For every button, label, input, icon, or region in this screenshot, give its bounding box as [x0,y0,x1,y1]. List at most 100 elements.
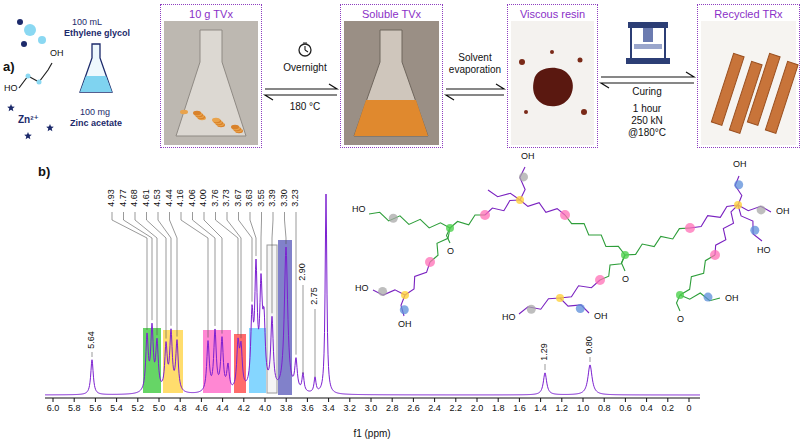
condition-label: 250 kN [631,115,663,126]
structure-bond [369,212,450,228]
resin-drop [578,58,583,63]
axis-tick-label: 5.4 [110,404,123,414]
axis-tick [349,398,350,402]
condition-label: 180 °C [290,101,321,112]
peak-shift: 2.90 [298,263,308,281]
resin-flake [212,118,220,122]
structure-bond [715,205,738,255]
press-plate [634,44,662,49]
equilibrium-arrow [601,72,694,88]
leader-line [92,352,93,357]
zinc-star [24,132,32,139]
leader-line [303,285,304,374]
axis-tick [477,398,478,402]
peak-shift: 0.80 [585,336,595,354]
hydroxyl-marker [519,172,528,181]
press-top [628,22,668,28]
atom-label: OH [725,294,739,304]
axis-tick-label: 0.6 [619,404,632,414]
peak-shift: 3.39 [268,189,278,207]
glycol-bonds [19,63,52,88]
peak-shift: 1.29 [540,343,550,361]
axis-tick-label: 1.8 [492,404,505,414]
resin-flake [193,111,201,115]
axis-tick-label: 2.0 [471,404,484,414]
peak-shift: 4.68 [130,189,140,207]
leader-line [170,212,178,337]
atom-dot [38,36,46,44]
structure-bond [450,215,485,228]
atom-dot [37,80,42,85]
peak-shift: 4.77 [119,189,129,207]
atom-label: HO [757,246,771,256]
box-heading: Recycled TRx [698,8,799,20]
structure-bond [485,200,520,215]
peak-highlight [249,328,266,393]
ester-marker [425,257,435,267]
axis-tick [243,398,244,402]
axis-tick-label: 6.0 [47,404,60,414]
peak-shift: 3.63 [245,189,255,207]
zinc-star [46,124,54,131]
flask-liquid [80,76,112,92]
structure-bond [405,262,430,295]
atom-label: OH [50,49,64,59]
leader-line [204,212,222,334]
sample-box: Recycled TRx [697,4,800,148]
step-label: Overnight [270,62,340,74]
core-marker [734,201,742,209]
hydroxyl-marker [527,305,536,314]
press-column [631,28,665,58]
nmr-spectrum [45,194,700,395]
zinc-star [7,104,15,111]
axis-tick [583,398,584,402]
axis-tick [74,398,75,402]
axis-tick-label: 4.4 [216,404,229,414]
hydroxyl-marker [704,293,713,302]
leader-line [285,212,287,244]
ester-marker [595,275,605,285]
axis-tick [286,398,287,402]
structure-bond [600,255,625,280]
axis-tick [434,398,435,402]
peak-shift: 4.06 [188,189,198,207]
axis-tick-label: 1.0 [577,404,590,414]
condition-label: 1 hour [633,103,661,114]
axis-tick [646,398,647,402]
sample-box: Soluble TVx [340,4,443,148]
ester-marker [480,210,490,220]
structure-bond [625,228,690,255]
structure-bond [565,215,625,255]
step-label: Curing [612,86,682,98]
ester-marker [560,210,570,220]
axis-tick [53,398,54,402]
peak-shift: 2.75 [310,287,320,305]
axis-tick-label: 3.4 [322,404,335,414]
axis-tick-label: 3.8 [280,404,293,414]
panel-letter: b) [38,165,50,179]
peak-shift: 3.23 [291,189,301,207]
leader-line [261,212,263,271]
reagent-amount: 100 mL [72,18,102,28]
leader-line [193,212,216,326]
structure-bond [560,280,600,298]
axis-tick-label: 2.6 [407,404,420,414]
axis-tick-label: 0.8 [598,404,611,414]
atom-label: O [447,247,454,257]
forward-harpoon [265,84,337,89]
axis-tick [265,398,266,402]
core-marker [556,294,564,302]
axis-tick-label: 4.6 [195,404,208,414]
axis-tick [137,398,138,402]
axis-tick-label: 0.2 [662,404,675,414]
axis-tick-label: 1.4 [534,404,547,414]
equilibrium-arrow [265,84,337,100]
axis-tick-label: 5.8 [68,404,81,414]
box-heading: Soluble TVx [341,8,442,20]
peak-shift: 5.64 [87,331,97,349]
step-label: Solvent evaporation [446,52,504,75]
atom-label: OH [776,207,790,217]
resin-flake [231,125,239,129]
leader-line [272,212,273,313]
